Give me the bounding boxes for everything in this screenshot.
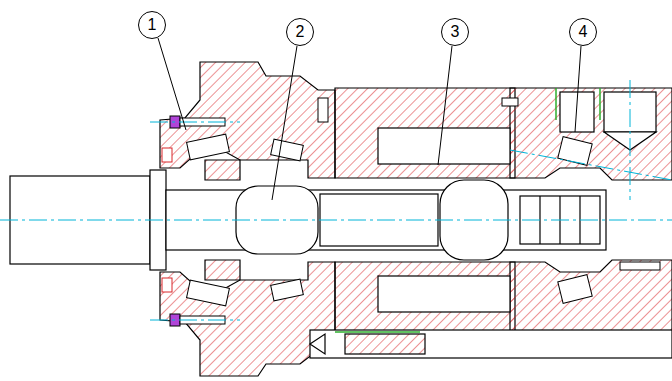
callout-circle: 4 [569, 18, 597, 46]
callout-number: 4 [579, 24, 588, 40]
callout-circle: 1 [138, 11, 166, 39]
callout-number: 2 [296, 24, 305, 40]
callout-number: 1 [148, 17, 157, 33]
callout-circle: 3 [441, 18, 469, 46]
callout-circle: 2 [286, 18, 314, 46]
callout-number: 3 [451, 24, 460, 40]
leader-lines [158, 38, 581, 200]
